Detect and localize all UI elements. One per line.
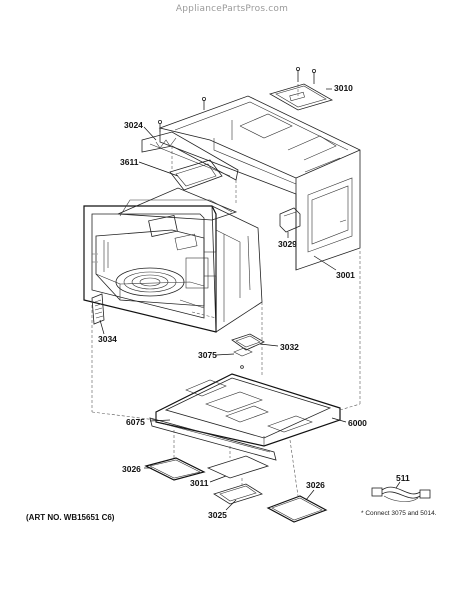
part-label-3010: 3010 xyxy=(334,83,353,93)
part-label-6000: 6000 xyxy=(348,418,367,428)
part-label-3034: 3034 xyxy=(98,334,117,344)
vent-grille-3024 xyxy=(141,131,239,181)
part-label-3025: 3025 xyxy=(208,510,227,520)
side-grill-3034 xyxy=(91,293,105,325)
part-label-3029: 3029 xyxy=(278,239,297,249)
site-watermark: AppliancePartsPros.com xyxy=(175,4,289,14)
part-label-6075: 6075 xyxy=(126,417,145,427)
leader-lines xyxy=(99,88,401,511)
bottom-plate-drawing xyxy=(149,373,341,461)
part-label-511: 511 xyxy=(396,473,410,483)
art-number: (ART NO. WB15651 C6) xyxy=(26,513,115,522)
part-label-3001: 3001 xyxy=(336,270,355,280)
grease-filter-left xyxy=(144,457,206,481)
grease-filter-right xyxy=(266,495,328,523)
wire-harness-511 xyxy=(371,486,431,502)
outer-case-drawing xyxy=(158,95,361,271)
switch-3029 xyxy=(279,207,301,238)
part-label-3026-right: 3026 xyxy=(306,480,325,490)
charcoal-filter-3025 xyxy=(213,483,263,505)
part-label-3032: 3032 xyxy=(280,342,299,352)
part-label-3075: 3075 xyxy=(198,350,217,360)
control-board-3032 xyxy=(231,333,265,369)
top-cover-plate xyxy=(157,67,334,132)
connection-footnote: * Connect 3075 and 5014. xyxy=(361,510,437,517)
part-label-3011: 3011 xyxy=(190,478,209,488)
oven-cavity-drawing xyxy=(83,187,263,333)
part-label-3024: 3024 xyxy=(124,120,143,130)
assembly-guide-lines xyxy=(91,84,361,497)
panel-3611 xyxy=(169,159,223,191)
filter-3011 xyxy=(206,455,270,479)
part-label-3611: 3611 xyxy=(120,157,139,167)
part-label-3026-left: 3026 xyxy=(122,464,141,474)
